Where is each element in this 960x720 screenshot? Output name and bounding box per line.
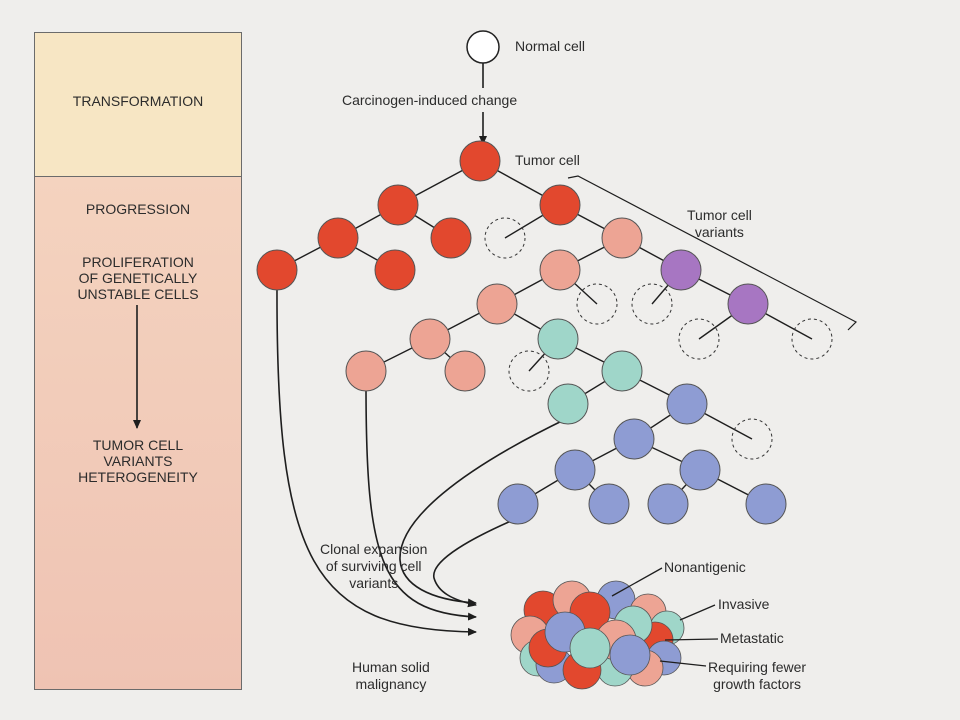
cell-purple [727, 283, 769, 325]
cell-teal [601, 350, 643, 392]
cell-dead [508, 350, 550, 392]
sidebar-transformation-panel [34, 32, 242, 178]
variants-line-2: variants [694, 224, 744, 240]
malignancy-line-1: Human solid [352, 659, 430, 675]
cell-teal [547, 383, 589, 425]
proliferation-line-2: OF GENETICALLY [78, 270, 198, 286]
malignancy-line-2: malignancy [355, 676, 427, 692]
cell-pink [409, 318, 451, 360]
cell-blue [679, 449, 721, 491]
cell-teal [537, 318, 579, 360]
proliferation-label: PROLIFERATION OF GENETICALLY UNSTABLE CE… [34, 254, 242, 302]
cell-red [256, 249, 298, 291]
clonal-line-2: of surviving cell [325, 558, 422, 574]
sidebar-progression-panel [34, 176, 242, 690]
metastatic-label: Metastatic [720, 630, 784, 646]
invasive-label: Invasive [718, 596, 770, 612]
cell-pink [601, 217, 643, 259]
cell-blue [497, 483, 539, 525]
variants-bracket [567, 175, 858, 331]
pointer-metastatic [664, 638, 719, 641]
cell-red [377, 184, 419, 226]
growth-line-1: Requiring fewer [708, 659, 807, 675]
cell-red [317, 217, 359, 259]
cell-blue [554, 449, 596, 491]
cell-pink [476, 283, 518, 325]
cell-dead [731, 418, 773, 460]
pointer-nonantigenic [611, 567, 663, 597]
cell-blue [745, 483, 787, 525]
pointer-invasive [679, 604, 716, 621]
proliferation-line-3: UNSTABLE CELLS [77, 286, 199, 302]
normal-cell [466, 30, 500, 64]
cell-pink [444, 350, 486, 392]
tumor-mass [510, 580, 685, 690]
variants-line-1: Tumor cell [687, 207, 752, 223]
heterogeneity-line-2: VARIANTS [103, 453, 173, 469]
heterogeneity-line-3: HETEROGENEITY [78, 469, 198, 485]
variants-label: Tumor cell variants [687, 207, 752, 241]
cell-dead [576, 283, 618, 325]
cell-blue [666, 383, 708, 425]
cell-blue [588, 483, 630, 525]
proliferation-line-1: PROLIFERATION [82, 254, 194, 270]
cell-pink [345, 350, 387, 392]
cell-blue [613, 418, 655, 460]
clonal-expansion-label: Clonal expansion of surviving cell varia… [320, 541, 427, 592]
growth-factors-label: Requiring fewer growth factors [708, 659, 806, 693]
curve-arrow-red-lineage [276, 283, 477, 636]
progression-label: PROGRESSION [85, 201, 191, 217]
normal-cell-label: Normal cell [515, 38, 586, 54]
carcinogen-label: Carcinogen-induced change [342, 92, 518, 108]
cell-red [430, 217, 472, 259]
cell-red [539, 184, 581, 226]
growth-line-2: growth factors [713, 676, 801, 692]
cell-dead [791, 318, 833, 360]
heterogeneity-line-1: TUMOR CELL [92, 437, 184, 453]
tumor-cell-origin [459, 140, 501, 182]
cell-dead [631, 283, 673, 325]
cell-dead [484, 217, 526, 259]
heterogeneity-label: TUMOR CELL VARIANTS HETEROGENEITY [34, 437, 242, 485]
transformation-label: TRANSFORMATION [72, 93, 204, 109]
pointer-growth [659, 660, 707, 667]
curve-arrow-pink-lineage [365, 384, 477, 621]
cell-red [374, 249, 416, 291]
clonal-line-3: variants [349, 575, 399, 591]
clonal-line-1: Clonal expansion [320, 541, 428, 557]
tumor-cell-label: Tumor cell [515, 152, 580, 168]
curve-arrow-teal-lineage [399, 417, 569, 607]
cell-pink [539, 249, 581, 291]
cell-purple [660, 249, 702, 291]
cell-blue [647, 483, 689, 525]
malignancy-label: Human solid malignancy [352, 659, 430, 693]
cell-dead [678, 318, 720, 360]
nonantigenic-label: Nonantigenic [664, 559, 746, 575]
curve-arrow-blue-lineage [433, 517, 519, 608]
